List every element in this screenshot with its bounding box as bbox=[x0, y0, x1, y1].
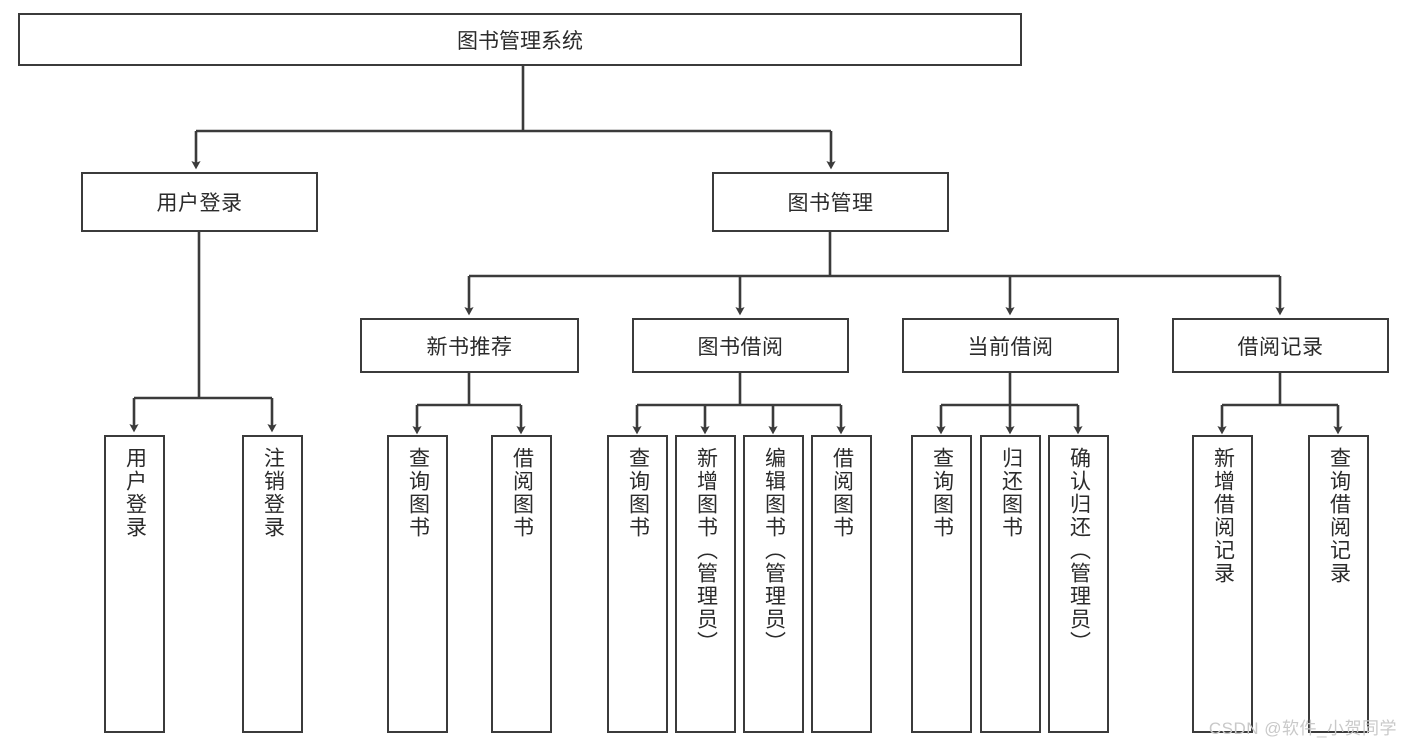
leaf-current-return-book[interactable]: 归还图书 bbox=[980, 435, 1041, 733]
csdn-watermark: CSDN @软件_小贺同学 bbox=[1208, 719, 1397, 738]
leaf-borrow-edit-book-admin[interactable]: 编辑图书（管理员） bbox=[743, 435, 804, 733]
leaf-user-logout[interactable]: 注销登录 bbox=[242, 435, 303, 733]
node-label: 图书管理 bbox=[787, 192, 874, 215]
node-book-borrow[interactable]: 图书借阅 bbox=[632, 318, 849, 373]
node-label: 用户登录 bbox=[123, 447, 147, 539]
node-current-borrow[interactable]: 当前借阅 bbox=[902, 318, 1119, 373]
node-root-system[interactable]: 图书管理系统 bbox=[18, 13, 1022, 66]
node-label: 查询借阅记录 bbox=[1327, 447, 1351, 585]
node-label: 借阅图书 bbox=[830, 447, 854, 539]
node-label: 新书推荐 bbox=[426, 335, 513, 359]
node-label: 确认归还（管理员） bbox=[1067, 447, 1091, 654]
leaf-recommend-borrow-book[interactable]: 借阅图书 bbox=[491, 435, 552, 733]
node-label: 图书借阅 bbox=[697, 335, 784, 359]
leaf-user-login[interactable]: 用户登录 bbox=[104, 435, 165, 733]
leaf-current-query-book[interactable]: 查询图书 bbox=[911, 435, 972, 733]
node-label: 新增图书（管理员） bbox=[694, 447, 718, 654]
leaf-record-query-record[interactable]: 查询借阅记录 bbox=[1308, 435, 1369, 733]
node-borrow-record[interactable]: 借阅记录 bbox=[1172, 318, 1389, 373]
node-user-login[interactable]: 用户登录 bbox=[81, 172, 318, 232]
node-new-book-recommend[interactable]: 新书推荐 bbox=[360, 318, 579, 373]
node-label: 图书管理系统 bbox=[457, 29, 583, 53]
node-label: 查询图书 bbox=[626, 447, 650, 539]
node-label: 查询图书 bbox=[406, 447, 430, 539]
leaf-borrow-borrow-book[interactable]: 借阅图书 bbox=[811, 435, 872, 733]
node-label: 归还图书 bbox=[999, 447, 1023, 539]
leaf-borrow-query-book[interactable]: 查询图书 bbox=[607, 435, 668, 733]
node-label: 编辑图书（管理员） bbox=[762, 447, 786, 654]
node-label: 查询图书 bbox=[930, 447, 954, 539]
node-label: 新增借阅记录 bbox=[1211, 447, 1235, 585]
node-label: 借阅图书 bbox=[510, 447, 534, 539]
leaf-recommend-query-book[interactable]: 查询图书 bbox=[387, 435, 448, 733]
node-label: 用户登录 bbox=[156, 192, 243, 215]
leaf-current-confirm-return-admin[interactable]: 确认归还（管理员） bbox=[1048, 435, 1109, 733]
node-label: 当前借阅 bbox=[967, 335, 1054, 359]
leaf-borrow-add-book-admin[interactable]: 新增图书（管理员） bbox=[675, 435, 736, 733]
leaf-record-add-record[interactable]: 新增借阅记录 bbox=[1192, 435, 1253, 733]
node-book-management[interactable]: 图书管理 bbox=[712, 172, 949, 232]
node-label: 注销登录 bbox=[261, 447, 285, 539]
node-label: 借阅记录 bbox=[1237, 335, 1324, 359]
